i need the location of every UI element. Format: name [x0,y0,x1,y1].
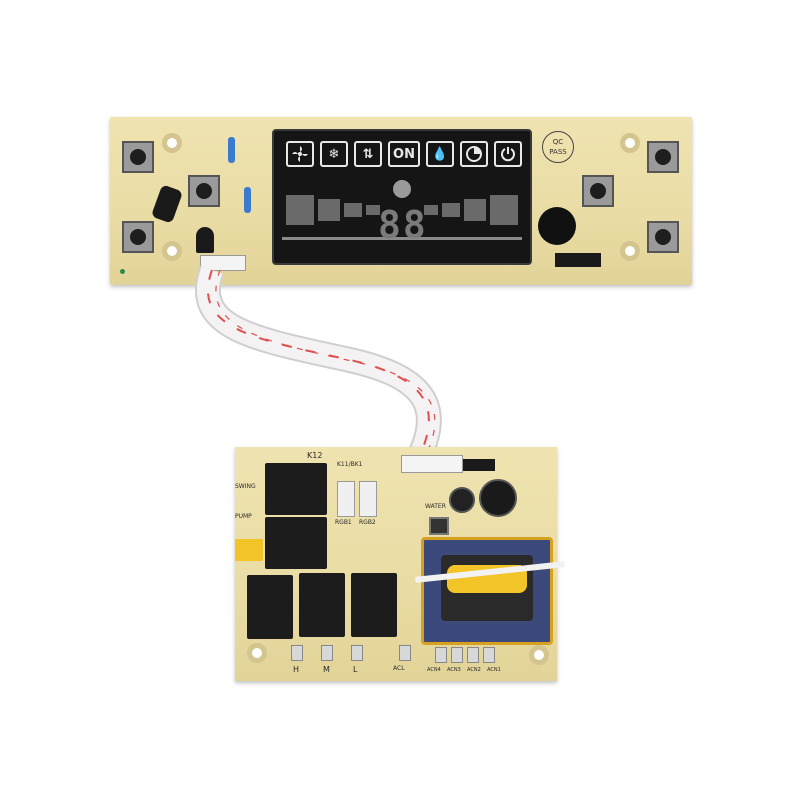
swing-icon: ⇅ [354,141,382,167]
relay-k12-top [265,463,327,515]
reset-switch[interactable] [429,517,449,535]
power-pcb: K12 K11/BK1 SWING PUMP WATER RGB1 RGB2 H… [235,447,565,681]
rectifier [463,459,495,471]
pass-label: PASS [549,148,567,156]
label-acn4: ACN4 [427,667,441,673]
label-acl: ACL [393,665,405,672]
terminal-m[interactable] [321,645,333,661]
display-pcb: ❄ ⇅ ON 💧 88 [110,117,692,285]
timer-icon [460,141,488,167]
ribbon-connector-bottom [401,455,463,473]
ribbon-connector-top [200,255,246,271]
resistor [228,137,235,163]
terminal-acn3[interactable] [451,647,463,663]
mount-hole [162,133,182,153]
label-m: M [323,665,330,674]
rgb-connector-1 [337,481,355,517]
mount-hole [247,643,267,663]
power-icon [494,141,522,167]
relay-k12-bottom [265,517,327,569]
resistor [244,187,251,213]
tact-button-left-middle[interactable] [188,175,220,207]
terminal-acn4[interactable] [435,647,447,663]
qc-label: QC [552,138,564,146]
rgb-connector-2 [359,481,377,517]
on-indicator: ON [388,141,420,167]
label-water: WATER [425,503,446,510]
tact-button-right-middle[interactable] [582,175,614,207]
tact-button-left-top[interactable] [122,141,154,173]
buzzer [538,207,576,245]
wind-bars [282,180,522,240]
label-h: H [293,665,300,674]
terminal-acn1[interactable] [483,647,495,663]
status-led [120,269,125,274]
lcd-display: ❄ ⇅ ON 💧 88 [272,129,532,265]
lcd-digits: 88 [378,203,428,247]
label-kitbk: K11/BK1 [337,461,363,468]
label-acn3: ACN3 [447,667,461,673]
relay-l [351,573,397,637]
film-capacitor [235,539,263,561]
transistor [196,227,214,253]
relay-m [299,573,345,637]
terminal-l[interactable] [351,645,363,661]
terminal-h[interactable] [291,645,303,661]
label-rgb1: RGB1 [335,519,352,526]
qc-pass-stamp: QC PASS [542,131,574,163]
capacitor-small [449,487,475,513]
mount-hole [620,241,640,261]
tact-button-right-top[interactable] [647,141,679,173]
label-k12: K12 [307,451,323,460]
mount-hole [529,645,549,665]
terminal-acn2[interactable] [467,647,479,663]
capacitor-large [479,479,517,517]
mount-hole [162,241,182,261]
humidity-icon: 💧 [426,141,454,167]
label-l: L [353,665,358,674]
tact-button-left-bottom[interactable] [122,221,154,253]
fan-icon [286,141,314,167]
label-acn1: ACN1 [487,667,501,673]
label-rgb2: RGB2 [359,519,376,526]
tact-button-right-bottom[interactable] [647,221,679,253]
label-acn2: ACN2 [467,667,481,673]
pin-header [555,253,601,267]
label-swing: SWING [235,483,256,490]
snowflake-icon: ❄ [320,141,348,167]
relay-h [247,575,293,639]
terminal-acl[interactable] [399,645,411,661]
mount-hole [620,133,640,153]
label-pump: PUMP [235,513,252,520]
